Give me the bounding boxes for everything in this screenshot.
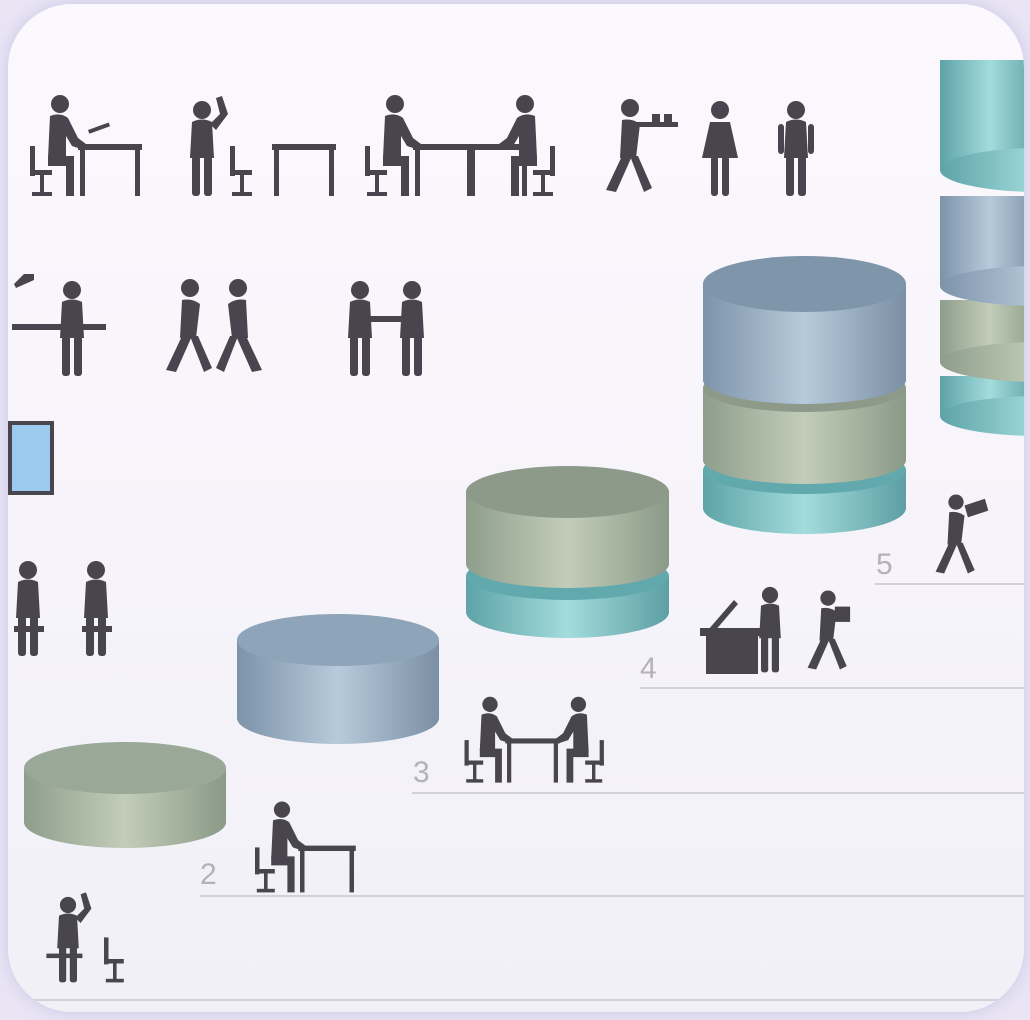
operator-icon	[759, 586, 781, 673]
courier-icon	[807, 590, 851, 670]
disc-step-2	[237, 614, 439, 744]
database-stack-step-3	[466, 466, 669, 638]
handshake-icon	[348, 281, 424, 376]
step-2-desk-icon	[255, 801, 356, 893]
step-number-3: 3	[413, 756, 430, 789]
figures-row-top	[30, 95, 814, 196]
step-number-4: 4	[640, 652, 657, 685]
woman-icon	[702, 101, 738, 196]
man-icon	[778, 101, 814, 196]
disc-step-1	[24, 742, 226, 848]
presenter-icon	[12, 274, 106, 376]
person-at-desk-icon	[30, 95, 142, 196]
seated-people-icon	[14, 561, 112, 656]
monitor-icon	[8, 421, 54, 495]
figures-row-second	[12, 274, 424, 376]
database-stack-step-4	[703, 256, 906, 534]
step-3-meeting-icon	[464, 696, 604, 783]
greeting-icon	[166, 279, 262, 372]
illustration-frame: 2 3 4 5	[8, 4, 1024, 1012]
waiter-icon	[606, 99, 678, 192]
step-1-phone-icon	[46, 892, 124, 983]
step-figures	[46, 494, 989, 983]
step-number-2: 2	[200, 858, 217, 891]
scene	[8, 60, 1024, 1001]
step-number-5: 5	[876, 548, 893, 581]
copier-icon	[700, 600, 760, 674]
meeting-icon	[365, 95, 555, 196]
person-on-phone-icon	[190, 96, 336, 196]
step-5-courier-icon	[935, 494, 989, 574]
step-baselines	[20, 583, 1024, 1001]
database-stack-step-5	[940, 60, 1024, 436]
